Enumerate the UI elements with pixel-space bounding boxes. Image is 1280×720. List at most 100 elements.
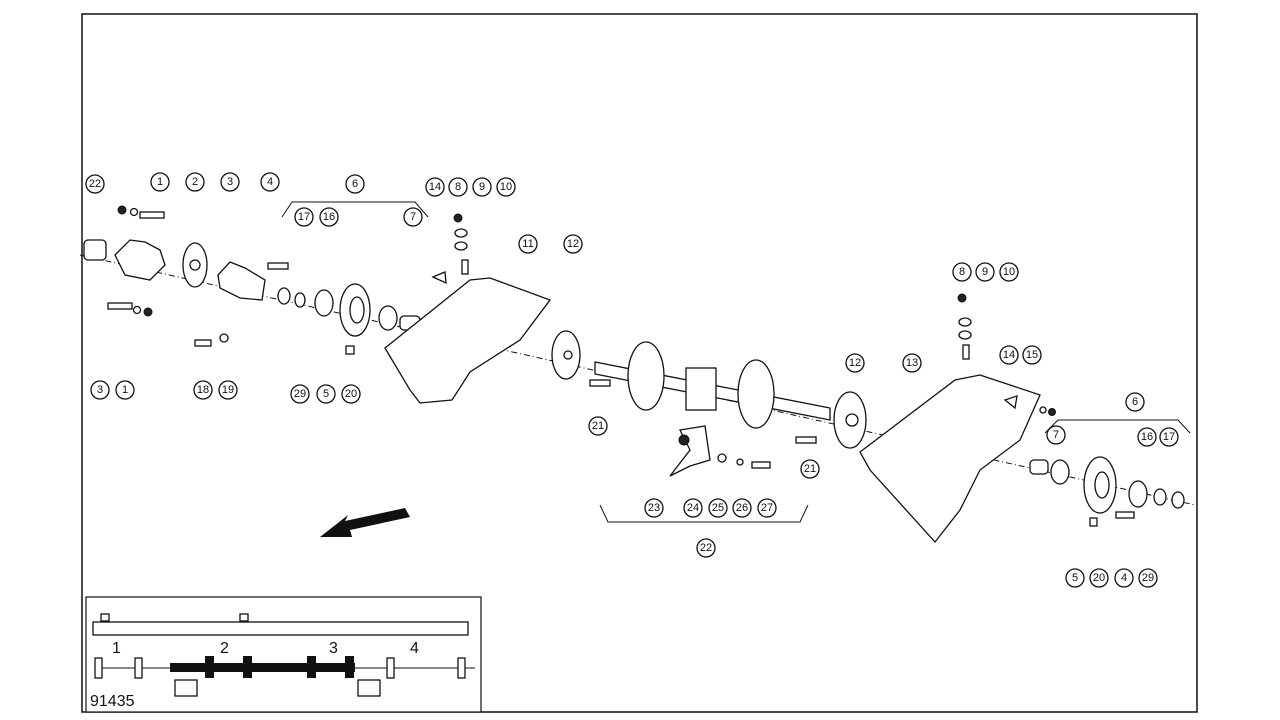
svg-text:21: 21	[592, 420, 604, 432]
inset-section-label: 3	[329, 640, 338, 657]
svg-text:17: 17	[298, 211, 310, 223]
svg-text:15: 15	[1026, 349, 1038, 361]
callout: 2	[185, 172, 205, 192]
callout: 5	[1065, 568, 1085, 588]
svg-text:12: 12	[849, 357, 861, 369]
svg-text:16: 16	[323, 211, 335, 223]
svg-text:8: 8	[959, 266, 965, 278]
callout: 16	[1137, 427, 1157, 447]
svg-text:18: 18	[197, 384, 209, 396]
svg-text:22: 22	[700, 542, 712, 554]
svg-text:11: 11	[522, 238, 533, 250]
coupling-hub	[217, 261, 266, 301]
callout: 10	[496, 177, 516, 197]
callout: 4	[1114, 568, 1134, 588]
callout: 8	[952, 262, 972, 282]
callout: 17	[1159, 427, 1179, 447]
left-shield-plate	[384, 277, 552, 404]
svg-text:14: 14	[429, 181, 441, 193]
svg-text:19: 19	[222, 384, 234, 396]
svg-text:5: 5	[1072, 572, 1078, 584]
svg-text:20: 20	[1093, 572, 1105, 584]
svg-text:25: 25	[712, 502, 724, 514]
callout: 1	[150, 172, 170, 192]
callout: 8	[448, 177, 468, 197]
callout: 27	[757, 498, 777, 518]
svg-text:20: 20	[345, 388, 357, 400]
callout: 19	[218, 380, 238, 400]
callout: 6	[345, 174, 365, 194]
callout: 3	[90, 380, 110, 400]
svg-text:23: 23	[648, 502, 660, 514]
callout: 21	[800, 459, 820, 479]
inset-section-label: 4	[410, 640, 419, 657]
center-shaft-assembly	[551, 330, 867, 523]
svg-text:29: 29	[294, 388, 306, 400]
callout: 14	[425, 177, 445, 197]
svg-text:22: 22	[89, 178, 101, 190]
callout: 18	[193, 380, 213, 400]
svg-text:8: 8	[455, 181, 461, 193]
svg-text:21: 21	[804, 463, 816, 475]
svg-text:10: 10	[500, 181, 512, 193]
svg-text:3: 3	[97, 384, 103, 396]
callout: 26	[732, 498, 752, 518]
inset-section-label: 2	[220, 640, 229, 657]
bracket-22	[599, 504, 809, 523]
callout: 20	[1089, 568, 1109, 588]
bolt	[107, 302, 133, 310]
svg-text:4: 4	[1121, 572, 1127, 584]
callout: 25	[708, 498, 728, 518]
callout: 16	[319, 207, 339, 227]
callout: 24	[683, 498, 703, 518]
callout: 9	[975, 262, 995, 282]
svg-text:13: 13	[906, 357, 918, 369]
assembly-axis	[79, 254, 1196, 506]
svg-text:10: 10	[1003, 266, 1015, 278]
callout: 22	[696, 538, 716, 558]
callout: 5	[316, 384, 336, 404]
svg-text:3: 3	[227, 176, 233, 188]
svg-text:26: 26	[736, 502, 748, 514]
shaft-end	[83, 239, 107, 261]
svg-text:17: 17	[1163, 431, 1175, 443]
right-shield-plate	[859, 374, 1041, 544]
left-drive-assembly	[83, 205, 552, 404]
figure-number: 91435	[90, 693, 135, 710]
callout: 29	[1138, 568, 1158, 588]
diagram-frame	[81, 13, 1198, 713]
callout: 1	[115, 380, 135, 400]
callout: 11	[518, 234, 538, 254]
callout: 7	[1046, 425, 1066, 445]
svg-text:12: 12	[567, 238, 579, 250]
callout: 23	[644, 498, 664, 518]
callout: 10	[999, 262, 1019, 282]
callout: 7	[403, 207, 423, 227]
svg-text:1: 1	[122, 384, 128, 396]
callout: 29	[290, 384, 310, 404]
callout: 12	[563, 234, 583, 254]
inset-section-label: 1	[112, 640, 121, 657]
svg-text:27: 27	[761, 502, 773, 514]
svg-text:4: 4	[267, 176, 273, 188]
svg-text:6: 6	[352, 178, 358, 190]
callout: 3	[220, 172, 240, 192]
svg-text:9: 9	[479, 181, 485, 193]
callout: 21	[588, 416, 608, 436]
bolt	[139, 211, 165, 219]
svg-text:16: 16	[1141, 431, 1153, 443]
callout: 12	[845, 353, 865, 373]
callout: 14	[999, 345, 1019, 365]
callout: 6	[1125, 392, 1145, 412]
inset-overview: 1 2 3 4 91435	[85, 596, 482, 713]
svg-text:14: 14	[1003, 349, 1015, 361]
callout: 15	[1022, 345, 1042, 365]
callout: 22	[85, 174, 105, 194]
direction-arrow-icon	[320, 508, 410, 537]
callout: 9	[472, 177, 492, 197]
svg-text:29: 29	[1142, 572, 1154, 584]
callout: 20	[341, 384, 361, 404]
svg-text:24: 24	[687, 502, 699, 514]
svg-text:6: 6	[1132, 396, 1138, 408]
